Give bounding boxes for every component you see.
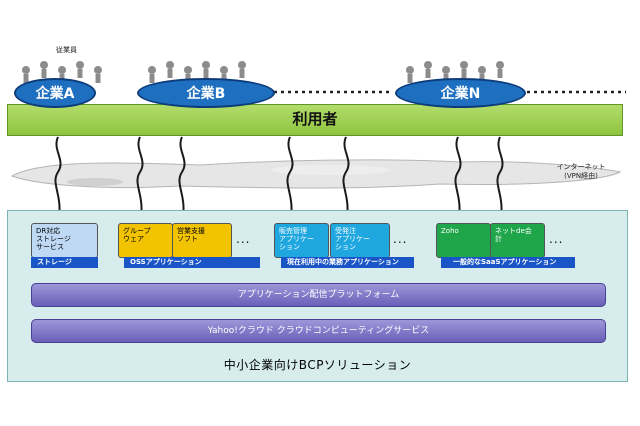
employee-figures: [22, 61, 504, 83]
employee-body: [41, 69, 47, 78]
category-current-apps: 現在利用中の業務アプリケーション: [281, 257, 414, 268]
company-n: 企業N: [395, 78, 526, 108]
category-storage: ストレージ: [31, 257, 98, 268]
connector-wire: [286, 136, 294, 223]
app-groupware: グループ ウェア: [118, 223, 173, 258]
employee-body: [149, 74, 155, 83]
employee-head: [424, 61, 432, 69]
company-a: 企業A: [14, 78, 96, 108]
employee-body: [203, 69, 209, 78]
connector-wire: [136, 136, 144, 223]
employee-head: [94, 66, 102, 74]
company-b: 企業B: [137, 78, 275, 108]
app-dr-storage: DR対応 ストレージ サービス: [31, 223, 98, 258]
employee-head: [76, 61, 84, 69]
cloud-service-bar: Yahoo!クラウド クラウドコンピューティングサービス: [31, 319, 606, 343]
delivery-platform-bar: アプリケーション配信プラットフォーム: [31, 283, 606, 307]
app-sales-support: 営業支援 ソフト: [172, 223, 232, 258]
saas-ellipsis: ...: [549, 232, 564, 246]
employee-body: [239, 69, 245, 78]
internet-label-text: インターネット (VPN経由): [556, 163, 606, 180]
app-order-management: 受発注 アプリケー ション: [330, 223, 390, 258]
employee-caption: 従業員: [56, 46, 77, 54]
employee-head: [220, 66, 228, 74]
employee-body: [407, 74, 413, 83]
employee-head: [442, 66, 450, 74]
category-oss: OSSアプリケーション: [124, 257, 260, 268]
employee-body: [95, 74, 101, 83]
internet-cloud-icon: [10, 159, 622, 189]
employee-body: [23, 74, 29, 83]
employee-head: [496, 61, 504, 69]
employee-body: [167, 69, 173, 78]
connector-wire: [54, 136, 62, 223]
connector-wire: [342, 136, 350, 223]
connector-wire: [178, 136, 186, 223]
employee-head: [238, 61, 246, 69]
employee-head: [148, 66, 156, 74]
users-band: [7, 104, 623, 136]
connector-wires: [54, 136, 504, 223]
employee-head: [460, 61, 468, 69]
employee-body: [461, 69, 467, 78]
employee-head: [40, 61, 48, 69]
app-zoho: Zoho: [436, 223, 491, 258]
employee-head: [58, 66, 66, 74]
current-ellipsis: ...: [393, 232, 408, 246]
employee-head: [478, 66, 486, 74]
employee-body: [425, 69, 431, 78]
employee-head: [184, 66, 192, 74]
app-net-accounting: ネットde会 計: [490, 223, 545, 258]
oss-ellipsis: ...: [236, 232, 251, 246]
users-label: 利用者: [292, 110, 338, 128]
platform-title: 中小企業向けBCPソリューション: [223, 358, 412, 372]
category-saas: 一般的なSaaSアプリケーション: [441, 257, 575, 268]
employee-head: [406, 66, 414, 74]
internet-label: インターネット (VPN経由): [536, 163, 626, 181]
employee-body: [497, 69, 503, 78]
employee-head: [166, 61, 174, 69]
employee-head: [22, 66, 30, 74]
employee-body: [77, 69, 83, 78]
connector-wire: [496, 136, 504, 223]
connector-wire: [454, 136, 462, 223]
employee-head: [202, 61, 210, 69]
app-sales-management: 販売管理 アプリケー ション: [274, 223, 329, 258]
